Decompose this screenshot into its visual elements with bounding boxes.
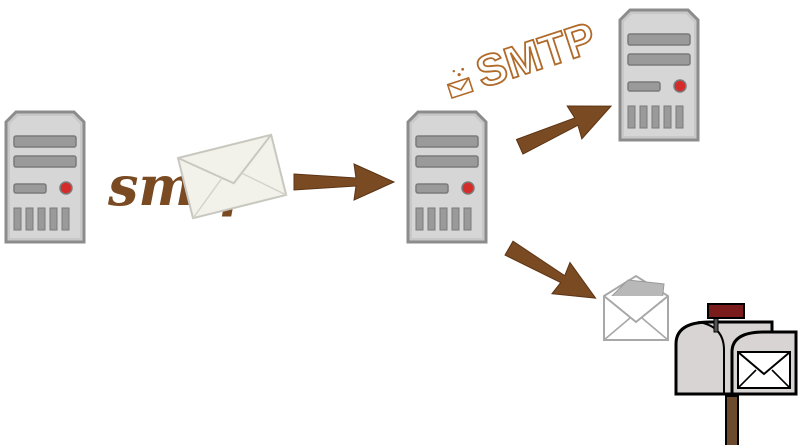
mailbox-icon [674, 303, 798, 445]
arrow-to-destination-server [511, 89, 619, 164]
arrow-to-mailbox [499, 232, 606, 315]
open-envelope-icon [603, 274, 669, 341]
destination-server-icon [618, 8, 700, 142]
small-envelope-icon [446, 67, 474, 100]
smtp-outline-group: SMTP [446, 12, 603, 100]
smtp-outline-label: SMTP [470, 13, 601, 97]
arrow-to-relay [293, 163, 395, 201]
mailbox-letter-icon [737, 351, 791, 389]
relay-server-icon [406, 110, 488, 244]
envelope-icon [176, 133, 288, 220]
source-server-icon [4, 110, 86, 244]
